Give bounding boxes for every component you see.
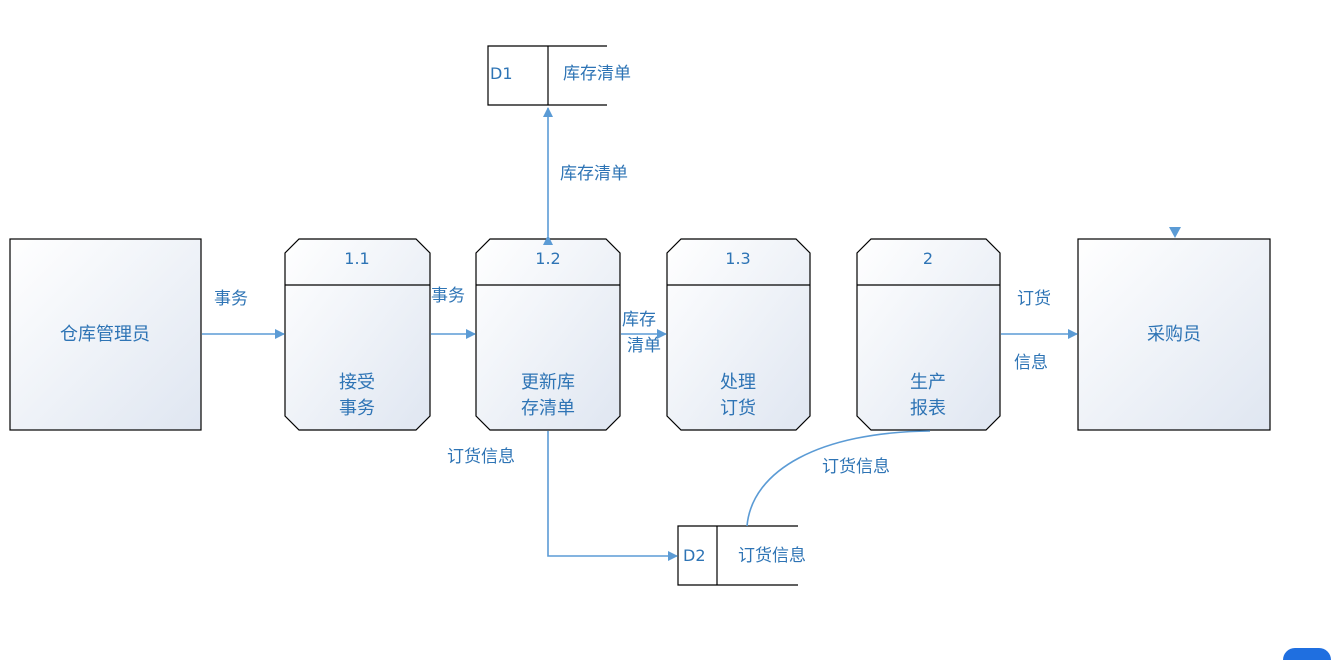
process-label-line: 接受 bbox=[339, 372, 375, 393]
process-label-line: 订货 bbox=[720, 398, 756, 419]
flow-label: 订货信息 bbox=[822, 457, 890, 477]
process-1-1: 1.1 接受 事务 bbox=[284, 238, 431, 431]
process-box bbox=[666, 238, 811, 431]
incoming-arrowhead-icon bbox=[1169, 227, 1181, 238]
store-outline bbox=[677, 525, 798, 586]
flow-label: 事务 bbox=[214, 289, 248, 309]
process-label-line: 处理 bbox=[720, 372, 756, 393]
flow-label-line: 订货 bbox=[1017, 289, 1051, 309]
entity-box bbox=[1077, 238, 1271, 431]
flow-label: 订货信息 bbox=[447, 447, 515, 467]
process-box bbox=[475, 238, 621, 431]
flow-label-line: 库存 bbox=[622, 310, 656, 330]
process-id: 2 bbox=[923, 249, 933, 268]
entity-label: 仓库管理员 bbox=[60, 324, 150, 345]
flow-d2-to-p2 bbox=[746, 430, 931, 527]
process-label-line: 更新库 bbox=[521, 372, 575, 393]
process-1-2: 1.2 更新库 存清单 bbox=[475, 238, 621, 431]
process-label-line: 存清单 bbox=[521, 398, 575, 419]
store-id: D1 bbox=[490, 64, 513, 83]
store-name: 库存清单 bbox=[563, 64, 631, 84]
flow-label-line: 信息 bbox=[1014, 353, 1048, 373]
process-label-line: 事务 bbox=[339, 398, 375, 419]
flow-label-line: 清单 bbox=[627, 336, 661, 356]
store-name: 订货信息 bbox=[738, 546, 806, 566]
process-id: 1.1 bbox=[344, 249, 369, 268]
process-id: 1.2 bbox=[535, 249, 560, 268]
entity-box bbox=[9, 238, 202, 431]
flow-label: 库存清单 bbox=[560, 164, 628, 184]
flow-label: 事务 bbox=[431, 286, 465, 306]
process-label-line: 生产 bbox=[910, 372, 946, 393]
store-id: D2 bbox=[683, 546, 706, 565]
process-box bbox=[284, 238, 431, 431]
entity-warehouse-keeper: 仓库管理员 bbox=[9, 238, 202, 431]
flow-p12-to-d2 bbox=[547, 431, 678, 561]
process-1-3: 1.3 处理 订货 bbox=[666, 238, 811, 431]
data-store-d1: D1 库存清单 bbox=[487, 45, 631, 106]
process-id: 1.3 bbox=[725, 249, 750, 268]
process-2: 2 生产 报表 bbox=[856, 238, 1001, 431]
entity-purchaser: 采购员 bbox=[1077, 227, 1271, 431]
entity-label: 采购员 bbox=[1147, 324, 1201, 345]
process-label-line: 报表 bbox=[910, 398, 946, 419]
process-box bbox=[856, 238, 1001, 431]
data-store-d2: D2 订货信息 bbox=[677, 525, 806, 586]
floating-assistant-button[interactable] bbox=[1283, 648, 1331, 660]
